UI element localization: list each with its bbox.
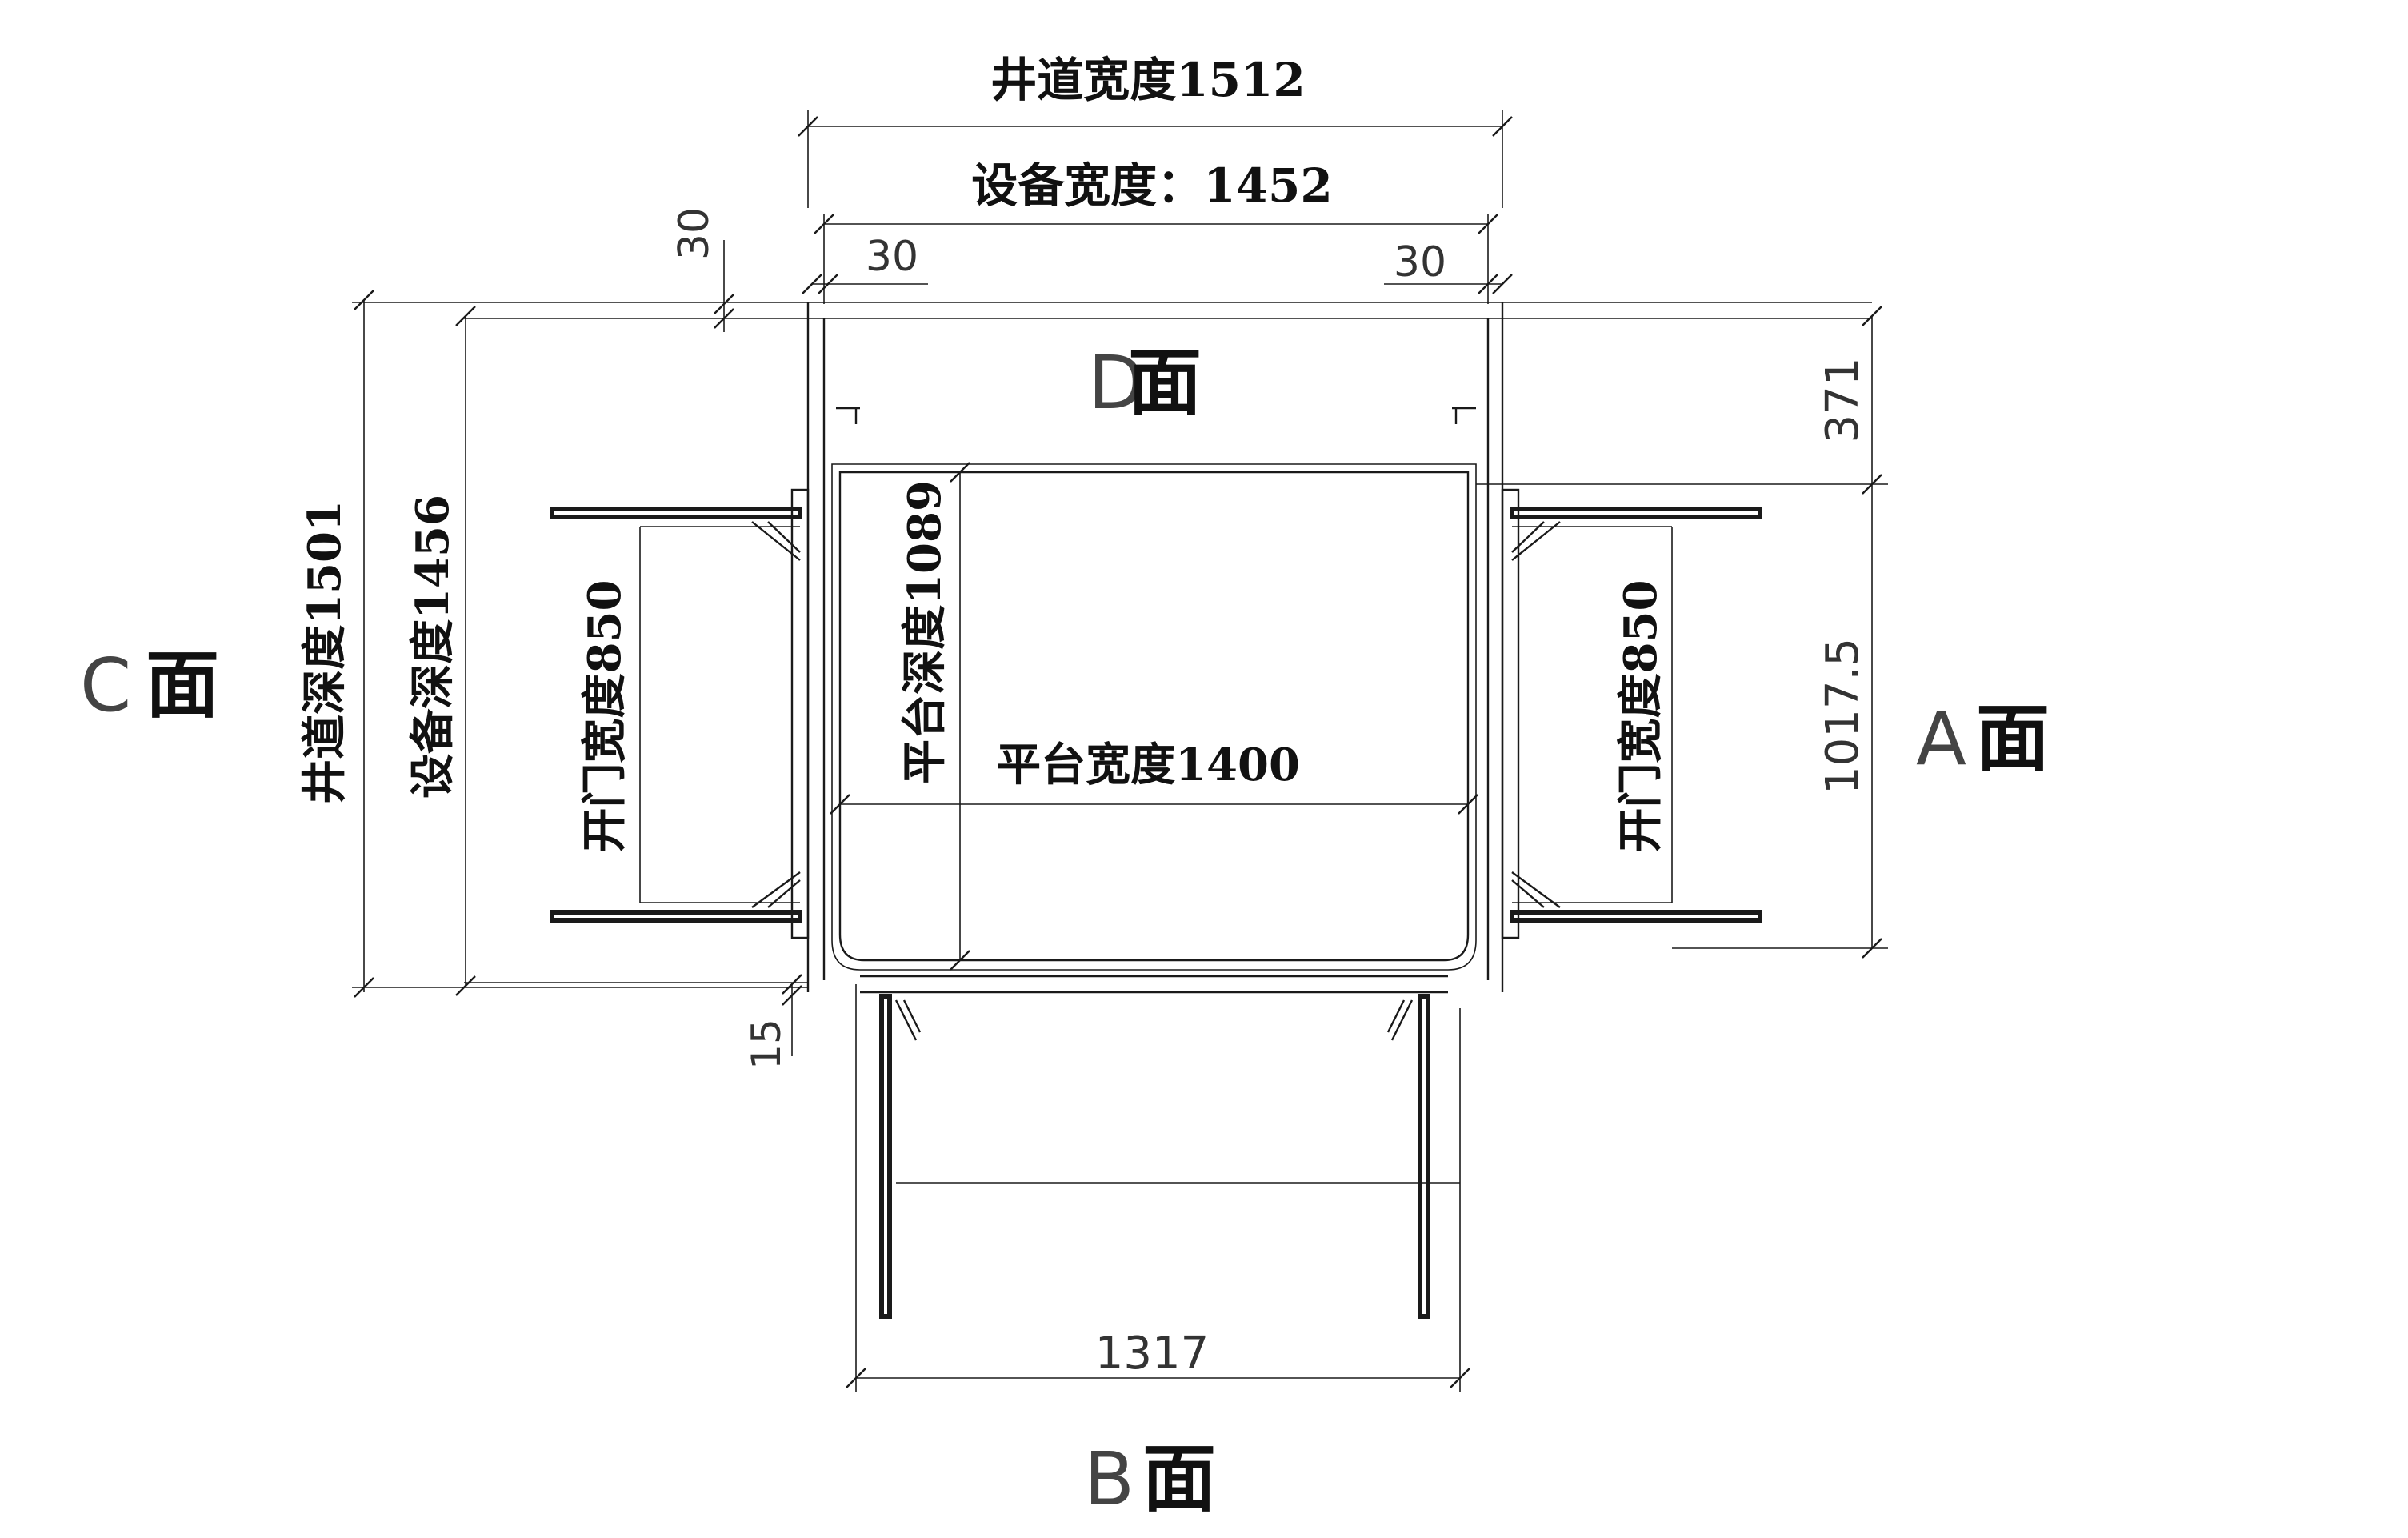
gap-vertical-label: 30 — [670, 207, 718, 260]
platform-depth-label: 平台深度1089 — [898, 480, 951, 784]
equipment-width-label: 设备宽度：1452 — [971, 158, 1332, 213]
side-span-label: 1017.5 — [1817, 638, 1869, 795]
door-width-right-label: 开门宽度850 — [1614, 580, 1667, 853]
platform-depth-dimension — [950, 462, 970, 971]
bottom-width-label: 1317 — [1095, 1328, 1210, 1380]
face-b-label: B 面 — [1084, 1436, 1216, 1522]
door-width-left-label: 开门宽度850 — [578, 580, 631, 853]
bottom-gap-dimension — [782, 974, 802, 1056]
face-a-letter: A — [1916, 696, 1966, 782]
d-face-brackets — [836, 407, 1476, 424]
face-a-label: A 面 — [1916, 695, 2050, 782]
face-d-label: D 面 — [1088, 339, 1202, 426]
face-a-char: 面 — [1976, 695, 2050, 782]
top-offset-label: 371 — [1817, 358, 1869, 443]
right-door-frame — [1501, 488, 1762, 939]
face-d-char: 面 — [1128, 339, 1202, 426]
shaft-depth-label: 井道深度1501 — [298, 500, 351, 804]
platform-width-label: 平台宽度1400 — [996, 739, 1300, 791]
shaft-depth-dimension — [354, 290, 374, 998]
equipment-width-dimension — [814, 214, 1498, 304]
equipment-depth-dimension — [455, 306, 476, 996]
platform-outline — [831, 463, 1477, 971]
face-b-char: 面 — [1142, 1436, 1216, 1522]
face-c-char: 面 — [146, 642, 219, 728]
platform-width-dimension — [830, 794, 1478, 815]
equipment-depth-label: 设备深度1456 — [406, 495, 459, 799]
right-dimensions — [1476, 306, 1888, 959]
shaft-width-dimension — [798, 110, 1513, 208]
left-door-frame — [550, 488, 810, 939]
shaft-outline — [352, 302, 1872, 992]
shaft-width-label: 井道宽度1512 — [990, 53, 1305, 107]
gap-dimensions-top — [802, 274, 1513, 294]
bottom-gap-label: 15 — [743, 1019, 790, 1070]
face-c-label: C 面 — [80, 642, 219, 728]
face-c-letter: C — [80, 643, 131, 728]
gap-left-label: 30 — [866, 233, 918, 281]
bottom-door-frame — [846, 975, 1470, 1392]
face-d-letter: D — [1088, 340, 1145, 426]
gap-right-label: 30 — [1394, 238, 1446, 286]
face-b-letter: B — [1084, 1436, 1134, 1522]
